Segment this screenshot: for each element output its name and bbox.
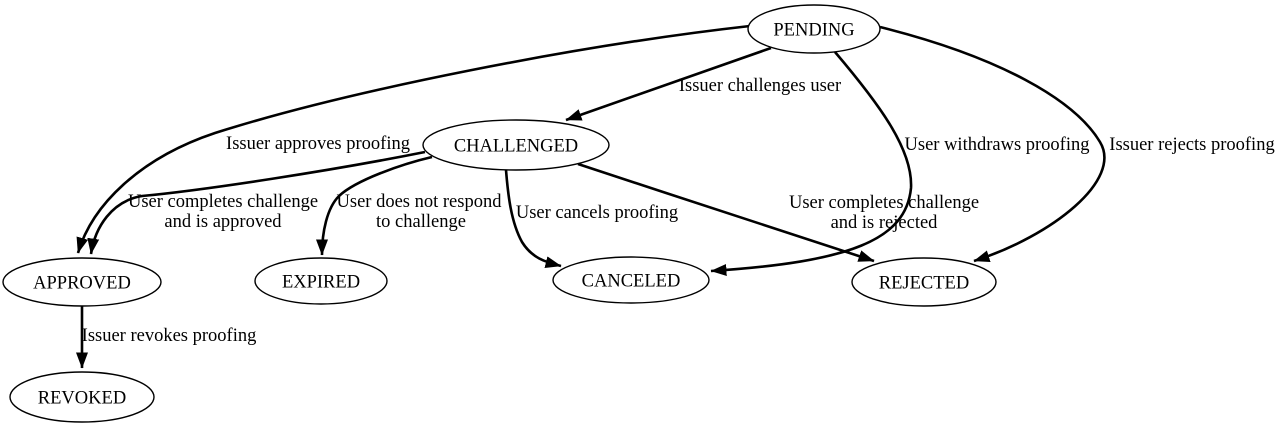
edge-label-challenged-expired-line2: to challenge <box>376 212 466 232</box>
edge-label-challenged-rejected-line1: User completes challenge <box>789 193 979 213</box>
edge-label-challenged-rejected-line2: and is rejected <box>831 213 939 233</box>
node-rejected-label: REJECTED <box>879 274 969 294</box>
edge-label-pending-canceled: User withdraws proofing <box>905 135 1090 155</box>
edge-label-challenged-approved-line2: and is approved <box>164 212 282 232</box>
edge-pending-rejected <box>879 25 1106 263</box>
edge-pending-approved <box>76 24 751 254</box>
edge-label-pending-rejected: Issuer rejects proofing <box>1109 135 1274 155</box>
edge-pending-canceled <box>710 51 913 276</box>
nodes-layer: PENDING CHALLENGED APPROVED EXPIRED CANC… <box>2 4 997 423</box>
node-expired: EXPIRED <box>254 257 388 305</box>
node-canceled-shape <box>552 256 710 304</box>
node-challenged: CHALLENGED <box>422 119 610 171</box>
edge-label-approved-revoked: Issuer revokes proofing <box>82 326 257 346</box>
edge-pending-challenged <box>565 46 772 122</box>
edge-challenged-rejected <box>577 162 875 263</box>
node-canceled: CANCELED <box>552 256 710 304</box>
edge-label-challenged-canceled: User cancels proofing <box>516 203 678 223</box>
node-revoked-label: REVOKED <box>38 389 126 409</box>
node-approved-shape <box>2 257 162 307</box>
node-challenged-label: CHALLENGED <box>454 137 578 157</box>
edge-challenged-expired <box>316 155 433 256</box>
node-approved: APPROVED <box>2 257 162 307</box>
edge-challenged-canceled <box>504 169 562 269</box>
node-pending: PENDING <box>747 4 881 54</box>
node-canceled-label: CANCELED <box>582 272 681 292</box>
edge-label-pending-approved: Issuer approves proofing <box>226 134 410 154</box>
node-rejected: REJECTED <box>851 257 997 307</box>
edges-layer: Issuer challenges user Issuer approves p… <box>76 24 1275 369</box>
node-approved-label: APPROVED <box>33 274 131 294</box>
node-pending-label: PENDING <box>773 21 854 41</box>
node-expired-shape <box>254 257 388 305</box>
node-expired-label: EXPIRED <box>282 273 360 293</box>
node-rejected-shape <box>851 257 997 307</box>
edge-label-challenged-expired-line1: User does not respond <box>337 192 503 212</box>
node-challenged-shape <box>422 119 610 171</box>
edge-label-pending-challenged: Issuer challenges user <box>679 76 841 96</box>
edge-label-challenged-approved-line1: User completes challenge <box>128 192 318 212</box>
node-revoked: REVOKED <box>9 371 155 423</box>
edge-challenged-approved <box>87 150 426 255</box>
node-pending-shape <box>747 4 881 54</box>
node-revoked-shape <box>9 371 155 423</box>
